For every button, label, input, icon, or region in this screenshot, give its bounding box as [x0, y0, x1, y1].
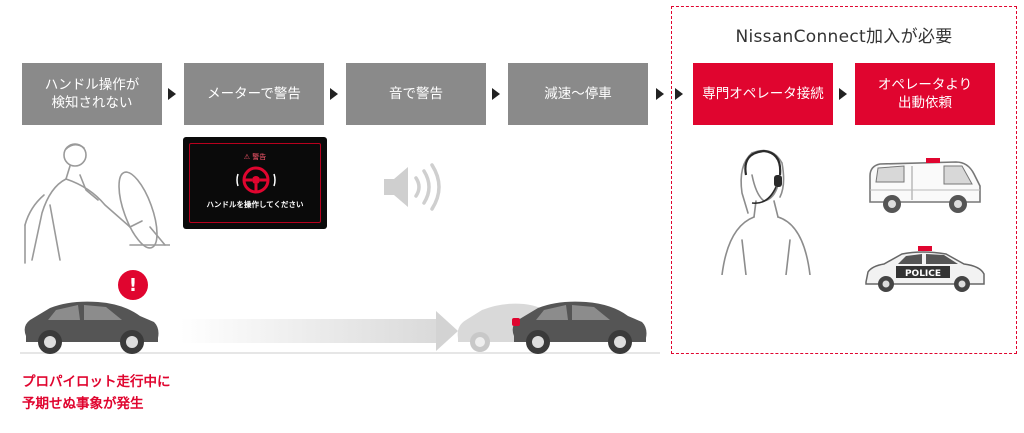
operator-illustration: [721, 149, 811, 275]
arrow-icon: [492, 88, 500, 100]
car-left-icon: [24, 301, 159, 354]
alert-icon: !: [128, 274, 138, 296]
nissanconnect-title: NissanConnect加入が必要: [735, 27, 953, 47]
caption-line-1: プロパイロット走行中に: [22, 374, 171, 390]
driver-illustration: [24, 143, 170, 264]
arrow-icon: [168, 88, 176, 100]
police-car-icon: POLICE: [865, 246, 985, 292]
police-label: POLICE: [905, 269, 941, 279]
arrow-icon: [656, 88, 664, 100]
step-sound-warning: 音で警告: [346, 63, 486, 125]
step-label: 専門オペレータ接続: [702, 85, 824, 102]
step-label: ハンドル操作が 検知されない: [44, 76, 140, 111]
motion-arrow-icon: [436, 311, 458, 351]
step-dispatch-request: オペレータより 出動依頼: [855, 63, 995, 125]
meter-panel-frame: ⚠ 警告 ハンドルを操作してください: [189, 143, 321, 223]
step-label: オペレータより 出動依頼: [877, 76, 973, 111]
motion-trail: [180, 319, 442, 343]
meter-message: ハンドルを操作してください: [206, 200, 304, 209]
step-label: 減速〜停車: [544, 85, 612, 102]
step-decelerate-stop: 減速〜停車: [508, 63, 648, 125]
arrow-icon: [675, 88, 683, 100]
arrow-icon: [839, 88, 847, 100]
nissanconnect-region: [671, 6, 1017, 354]
alert-badge: !: [118, 270, 148, 300]
speaker-icon: [384, 163, 441, 211]
step-operator-connect: 専門オペレータ接続: [693, 63, 833, 125]
event-caption: プロパイロット走行中に 予期せぬ事象が発生: [22, 372, 171, 415]
meter-warning-label: ⚠ 警告: [243, 153, 267, 161]
caption-line-2: 予期せぬ事象が発生: [22, 395, 144, 412]
steering-wheel-icon: [236, 166, 276, 194]
arrow-icon: [330, 88, 338, 100]
road-line: [20, 352, 660, 354]
meter-panel: ⚠ 警告 ハンドルを操作してください: [183, 137, 327, 229]
step-meter-warning: メーターで警告: [184, 63, 324, 125]
car-right-icon: [512, 301, 647, 354]
step-label: メーターで警告: [207, 85, 301, 102]
ambulance-icon: [869, 158, 981, 213]
step-no-steering-detected: ハンドル操作が 検知されない: [22, 63, 162, 125]
step-label: 音で警告: [389, 85, 443, 102]
